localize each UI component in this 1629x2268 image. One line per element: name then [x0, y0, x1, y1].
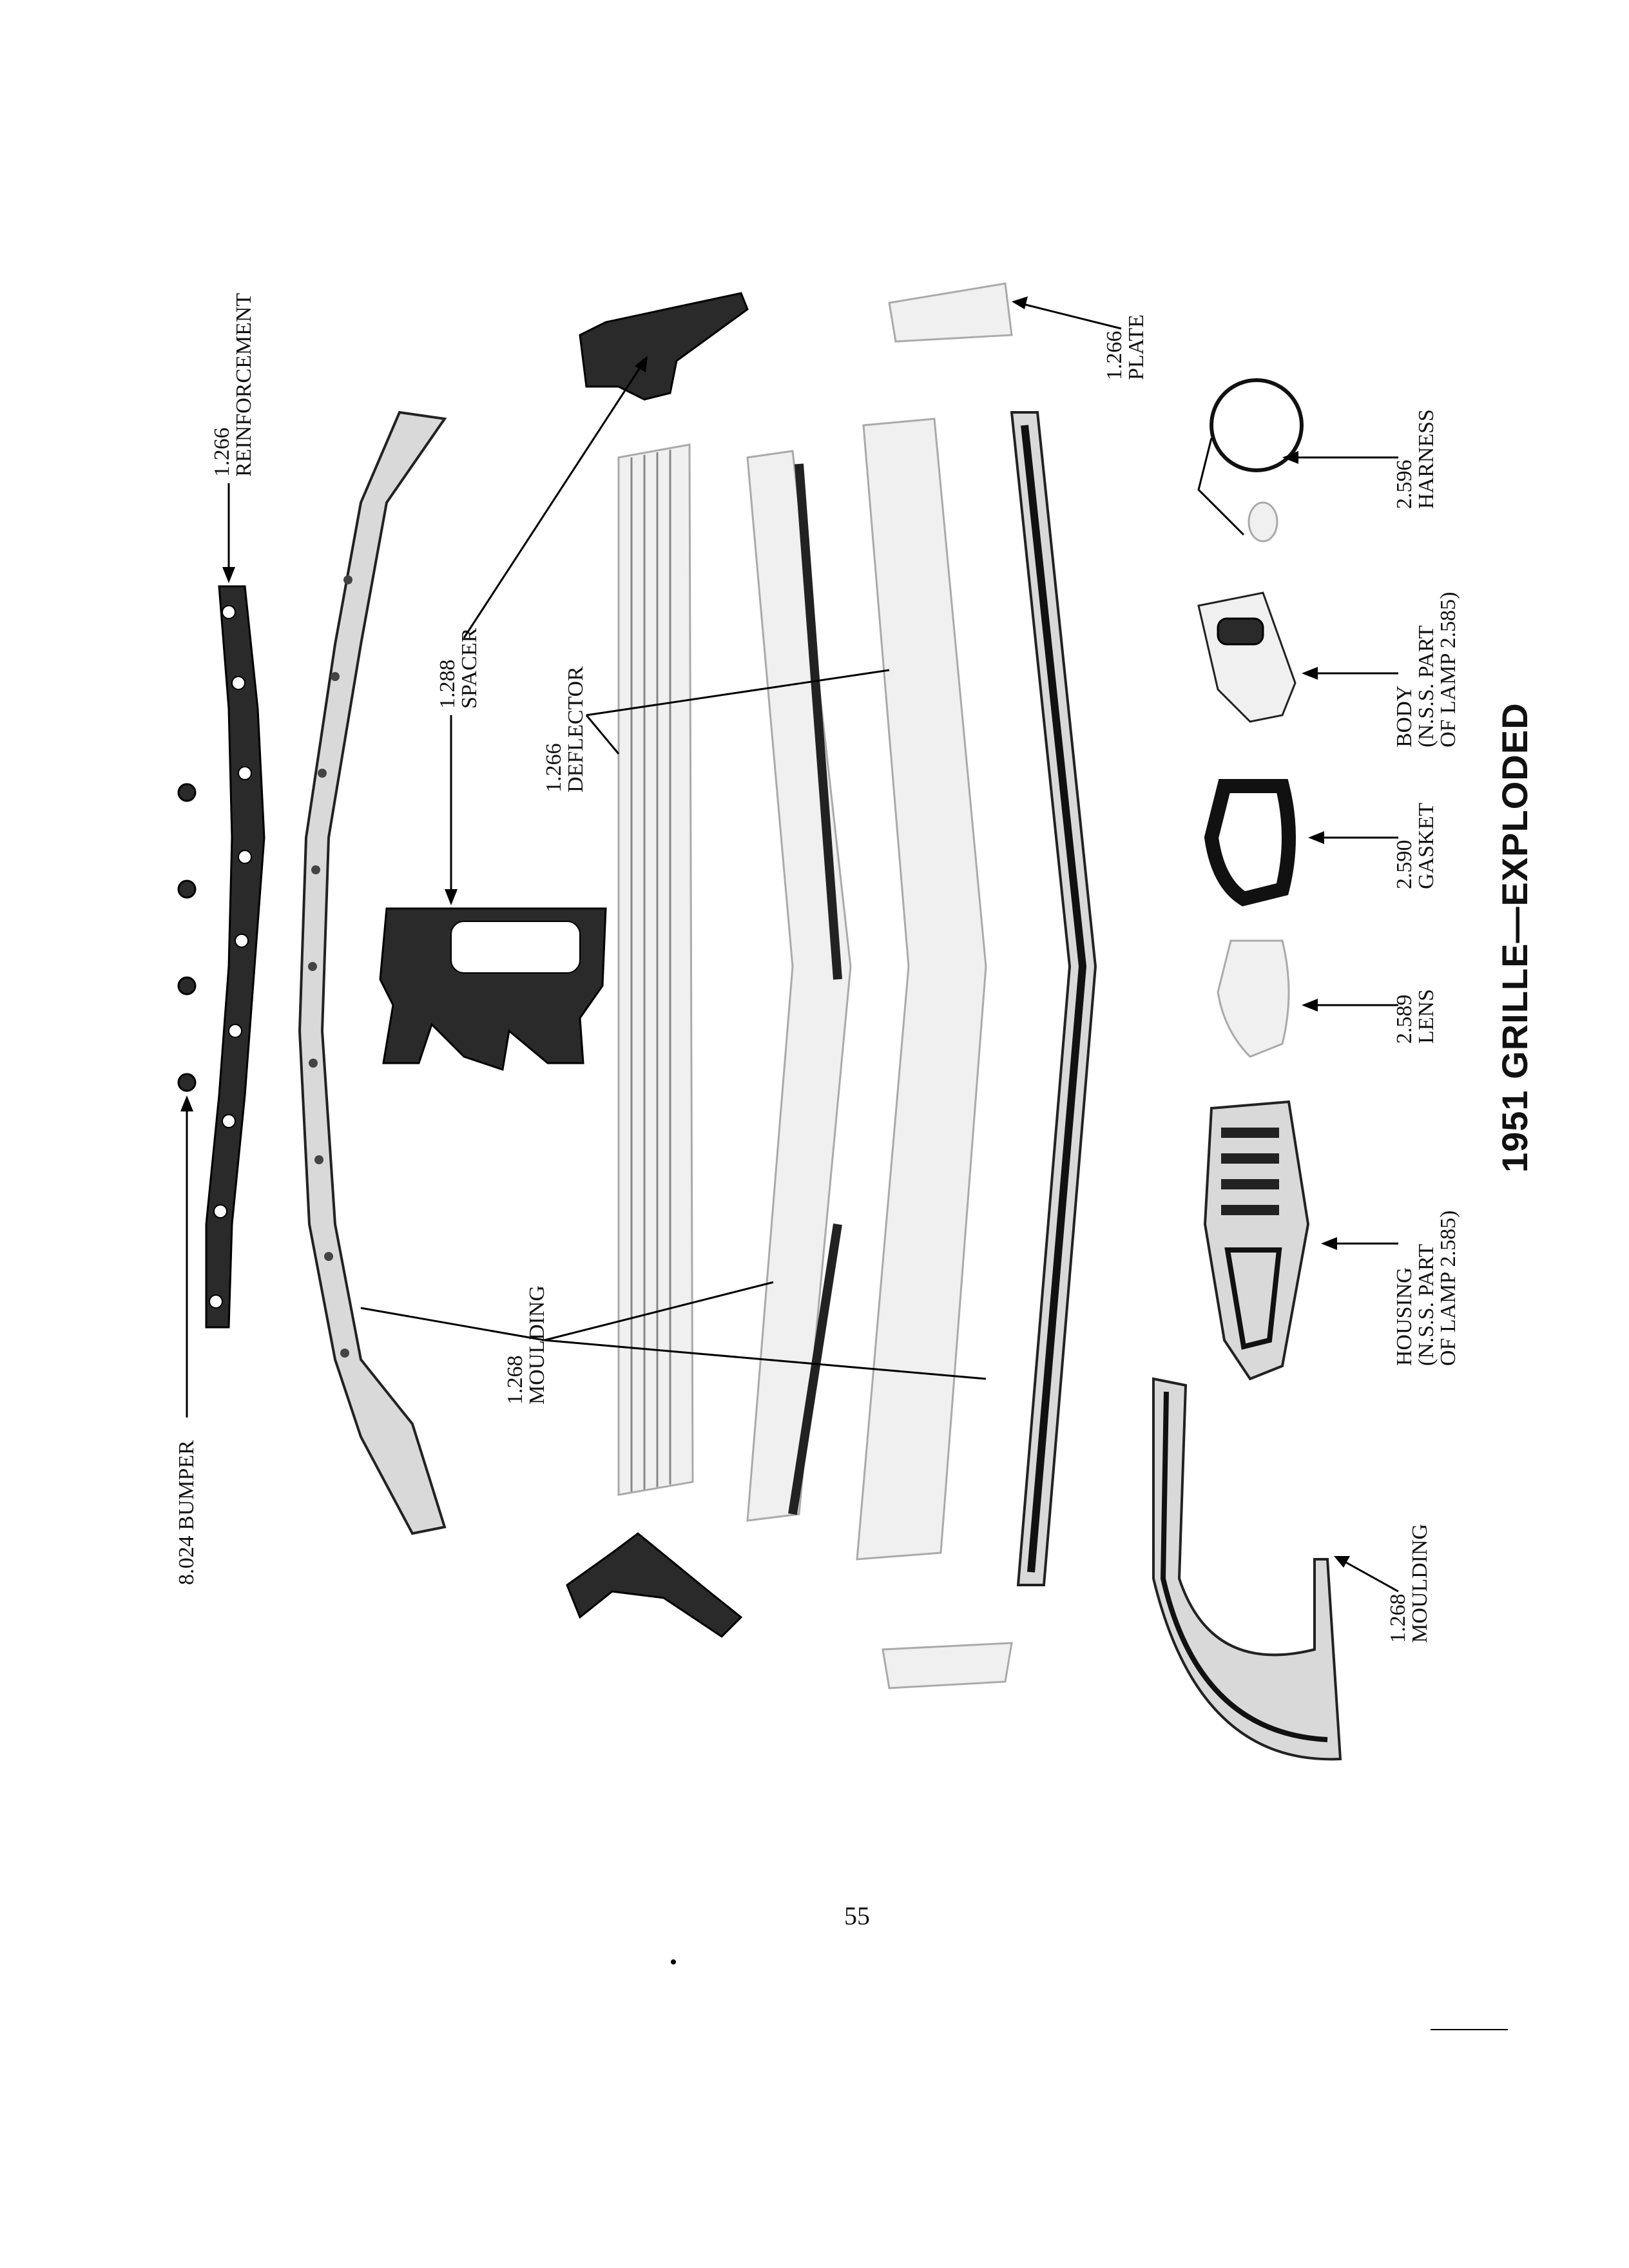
svg-text:(N.S.S. PART: (N.S.S. PART [1414, 625, 1438, 747]
svg-text:LENS: LENS [1414, 989, 1438, 1044]
moulding-center-label: 1.268 MOULDING [503, 1285, 549, 1405]
page-number: 55 [844, 1901, 870, 1930]
moulding-end-label: 1.268 MOULDING [1386, 1524, 1432, 1643]
leader-lines [180, 296, 1399, 1593]
lamp-body-part [1197, 591, 1296, 723]
spacer-bracket-lower [566, 1532, 743, 1638]
spacer-bracket-upper [579, 292, 749, 401]
svg-text:REINFORCEMENT: REINFORCEMENT [232, 293, 256, 477]
svg-text:HARNESS: HARNESS [1414, 409, 1438, 509]
svg-text:MOULDING: MOULDING [525, 1285, 549, 1405]
deflector-label: 1.266 DEFLECTOR [542, 666, 588, 793]
harness-part [1197, 378, 1304, 543]
gasket-label: 2.590 GASKET [1393, 803, 1438, 889]
reinforcement-label: 1.266 REINFORCEMENT [210, 293, 256, 477]
bumper-label: 8.024 BUMPER [175, 1440, 198, 1585]
bumper-part [205, 585, 265, 1329]
housing-part [1203, 1100, 1310, 1381]
svg-text:HOUSING: HOUSING [1393, 1267, 1416, 1366]
svg-text:1.268: 1.268 [503, 1356, 527, 1405]
svg-text:BODY: BODY [1393, 686, 1416, 747]
svg-text:2.589: 2.589 [1393, 995, 1416, 1044]
lens-part [1217, 939, 1290, 1058]
svg-text:1.288: 1.288 [436, 660, 459, 709]
svg-text:1.266: 1.266 [1103, 331, 1126, 381]
end-moulding-part [1152, 1377, 1342, 1761]
spacer-center-part [379, 907, 607, 1071]
svg-text:2.590: 2.590 [1393, 840, 1416, 890]
plate-label: 1.266 PLATE [1103, 314, 1148, 380]
svg-text:GASKET: GASKET [1414, 803, 1438, 889]
svg-text:(N.S.S. PART: (N.S.S. PART [1414, 1244, 1438, 1366]
housing-label: HOUSING (N.S.S. PART OF LAMP 2.585) [1393, 1211, 1460, 1367]
svg-text:1.266: 1.266 [210, 428, 234, 477]
gasket-part [1204, 779, 1296, 907]
lens-label: 2.589 LENS [1393, 989, 1438, 1044]
diagram-title: 1951 GRILLE—EXPLODED [1494, 702, 1535, 1173]
svg-text:1.266: 1.266 [542, 744, 566, 793]
harness-label: 2.596 HARNESS [1393, 409, 1438, 509]
svg-text:DEFLECTOR: DEFLECTOR [564, 666, 588, 793]
svg-text:MOULDING: MOULDING [1408, 1524, 1432, 1643]
svg-text:2.596: 2.596 [1393, 460, 1416, 510]
body-label: BODY (N.S.S. PART OF LAMP 2.585) [1393, 592, 1460, 748]
svg-text:OF LAMP 2.585): OF LAMP 2.585) [1436, 592, 1460, 748]
svg-text:PLATE: PLATE [1124, 314, 1148, 380]
bumper-bolts [177, 783, 197, 1092]
grille-bars [617, 411, 1097, 1586]
svg-text:SPACER: SPACER [458, 628, 481, 709]
center-moulding-part [298, 410, 447, 1535]
page-dot [671, 1959, 676, 1965]
plate-upper-part [888, 282, 1013, 343]
plate-lower-part [882, 1642, 1013, 1689]
spacer-label: 1.288 SPACER [436, 628, 481, 709]
svg-text:OF LAMP 2.585): OF LAMP 2.585) [1436, 1211, 1460, 1367]
svg-text:1.268: 1.268 [1386, 1594, 1410, 1644]
